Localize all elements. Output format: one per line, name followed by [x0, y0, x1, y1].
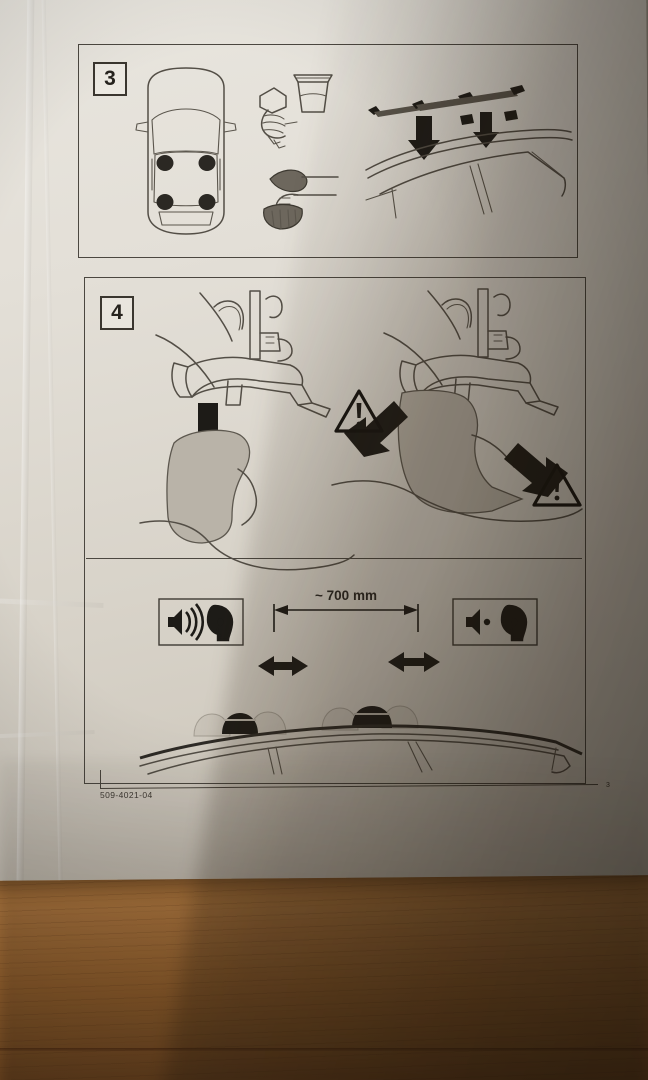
step-4-number: 4	[111, 301, 123, 324]
hand-with-cloth	[263, 169, 339, 230]
page-number: 3	[606, 782, 610, 789]
roof-bars-onto-roof	[365, 85, 573, 219]
step-4-section-divider	[86, 558, 582, 559]
foot-lowering-correct	[139, 290, 355, 571]
paper-crease	[16, 0, 35, 881]
step-4-number-box: 4	[100, 296, 134, 330]
warning-triangle-right	[532, 463, 582, 507]
paper-crease	[41, 0, 63, 881]
dimension-label: ~ 700 mm	[315, 588, 377, 603]
roof-feet-adjustment-view	[139, 652, 583, 775]
step-3-number: 3	[104, 67, 116, 90]
footer-corner-tick	[100, 770, 101, 788]
warning-triangle-left	[334, 389, 384, 433]
speaker-quiet-icon	[452, 598, 538, 646]
spray-bottle-and-bucket	[259, 74, 333, 149]
paper-crease	[0, 730, 95, 739]
car-top-view	[135, 67, 237, 235]
step-3-number-box: 3	[93, 62, 127, 96]
front-foot-adjust-arrow	[258, 656, 308, 676]
dimension-700mm: ~ 700 mm	[273, 588, 419, 632]
part-number: 509-4021-04	[100, 790, 153, 800]
rear-foot-adjust-arrow	[388, 652, 440, 672]
speaker-loud-icon	[158, 598, 244, 646]
table-plank-seam	[0, 1048, 648, 1051]
